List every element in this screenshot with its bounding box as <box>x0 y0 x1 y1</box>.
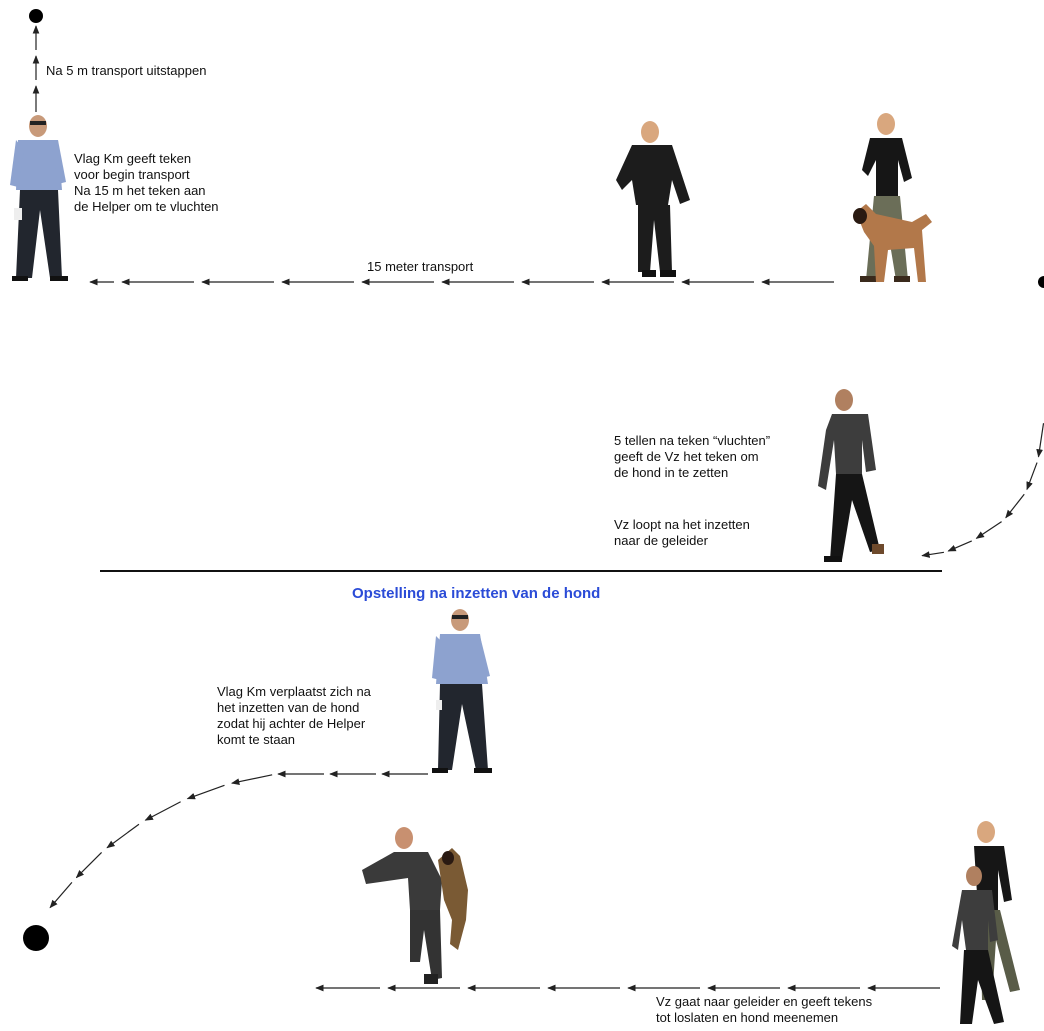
right-curved-arrow <box>921 423 1044 558</box>
curve-arrow-segment <box>186 784 225 800</box>
label-flag-km-signal: Vlag Km geeft teken voor begin transport… <box>74 151 219 214</box>
helper-top-figure <box>616 121 690 277</box>
curve-arrow-segment <box>1036 423 1044 458</box>
curve-arrow-segment <box>1026 462 1038 491</box>
vz-handler-bottom-figure <box>952 821 1020 1024</box>
flag-km-top-figure <box>10 115 68 281</box>
label-step-out: Na 5 m transport uitstappen <box>46 63 207 78</box>
curve-arrow-segment <box>144 801 181 821</box>
left-curved-arrow <box>49 774 273 909</box>
start-marker-dot <box>29 9 43 23</box>
section-title: Opstelling na inzetten van de hond <box>352 585 601 602</box>
label-vz-count: 5 tellen na teken “vluchten” geeft de Vz… <box>614 433 771 480</box>
label-flag-km-move: Vlag Km verplaatst zich na het inzetten … <box>217 684 371 747</box>
curve-arrow-segment <box>947 540 972 552</box>
label-vz-walk: Vz loopt na het inzetten naar de geleide… <box>614 517 750 548</box>
helper-bite-figure <box>362 827 468 984</box>
end-marker-dot <box>23 925 49 951</box>
vz-walking-figure <box>818 389 884 562</box>
curve-arrow-segment <box>975 521 1002 539</box>
right-marker-dot <box>1038 276 1044 288</box>
curve-arrow-segment <box>231 774 273 785</box>
curve-arrow-segment <box>49 882 73 909</box>
flag-km-bottom-figure <box>432 609 492 773</box>
handler-dog-top-figure <box>853 113 932 282</box>
curve-arrow-segment <box>921 551 945 558</box>
label-vz-release: Vz gaat naar geleider en geeft tekens to… <box>656 994 873 1025</box>
curve-arrow-segment <box>1005 493 1025 519</box>
curve-arrow-segment <box>75 851 103 879</box>
label-transport-distance: 15 meter transport <box>367 259 474 274</box>
curve-arrow-segment <box>106 823 140 849</box>
